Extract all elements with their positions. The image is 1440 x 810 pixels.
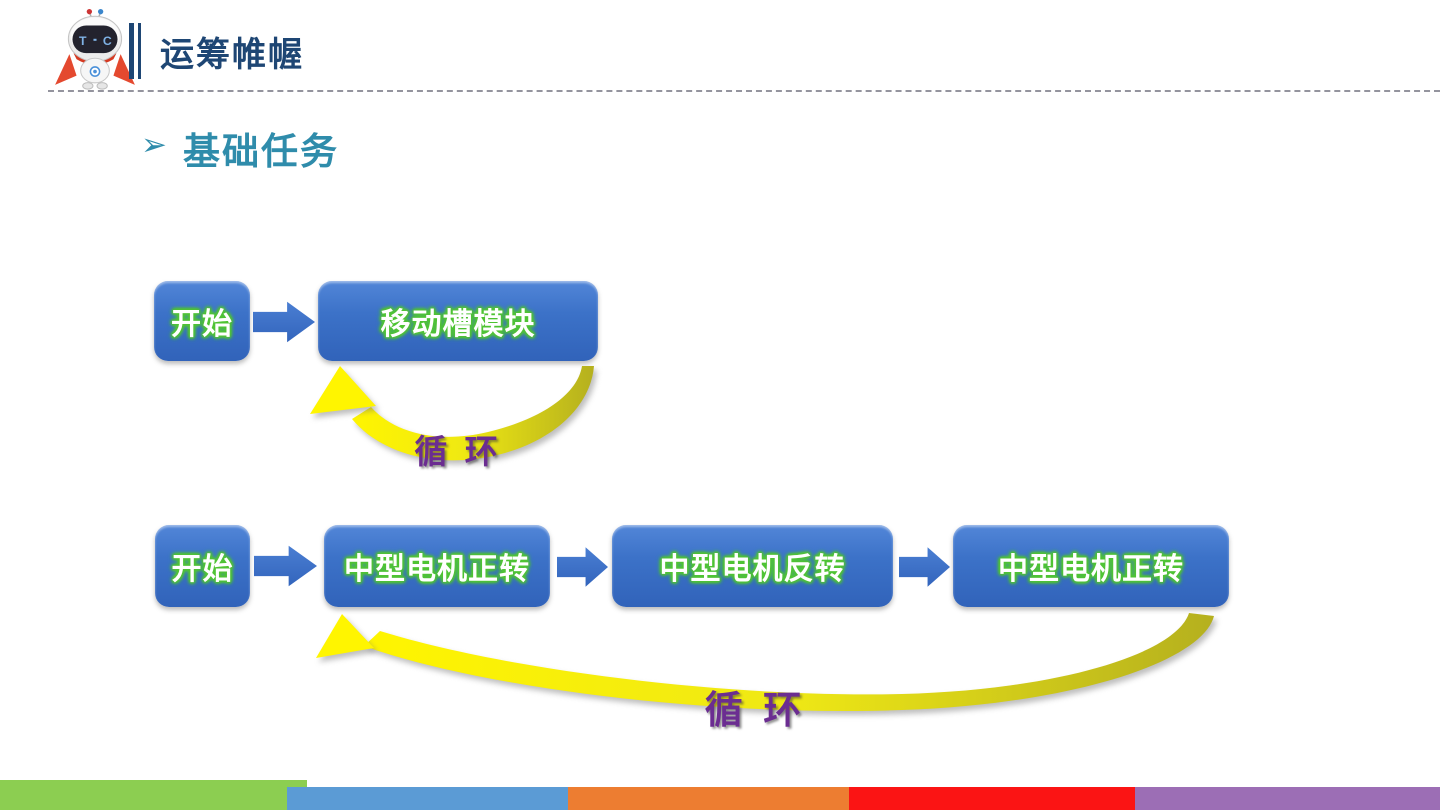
flow2-step1-label: 中型电机正转 <box>344 553 530 586</box>
flow2-start-box: 开始 <box>155 525 250 607</box>
flow2-start-label: 开始 <box>171 553 234 586</box>
footer-stripe-orange <box>568 787 849 810</box>
page-title: 运筹帷幄 <box>160 36 304 74</box>
svg-text:T: T <box>79 34 87 48</box>
flow1-step-label: 移动槽模块 <box>380 308 536 341</box>
footer-stripe-purple <box>1135 787 1440 810</box>
robot-mascot-logo: T C <box>55 8 135 90</box>
section-title: 基础任务 <box>183 131 339 172</box>
flow2-step2-label: 中型电机反转 <box>659 553 846 586</box>
title-divider-bars <box>129 23 141 79</box>
footer-stripe-green-tab <box>287 780 307 787</box>
flow1-start-label: 开始 <box>171 308 233 341</box>
flow2-arrow-icon <box>899 547 950 587</box>
flow2-loop-arrow-icon <box>316 613 1214 712</box>
header-dashed-divider <box>48 90 1440 92</box>
divider-bar <box>138 23 141 79</box>
svg-text:C: C <box>103 34 112 48</box>
footer-stripe-red <box>849 787 1135 810</box>
divider-bar <box>129 23 134 79</box>
flow1-start-box: 开始 <box>154 281 250 361</box>
flow2-step3-box: 中型电机正转 <box>953 525 1229 607</box>
section-bullet-icon: ➢ <box>141 127 167 162</box>
flow2-step1-box: 中型电机正转 <box>324 525 550 607</box>
footer-stripe-green <box>0 780 287 810</box>
footer-stripe-blue <box>287 787 568 810</box>
flow1-step-box: 移动槽模块 <box>318 281 598 361</box>
flow2-arrow-icon <box>254 545 317 587</box>
flow1-loop-label: 循 环 <box>414 433 502 470</box>
flow2-step3-label: 中型电机正转 <box>998 553 1184 586</box>
flow1-arrow-icon <box>253 301 315 343</box>
flow2-step2-box: 中型电机反转 <box>612 525 893 607</box>
flow2-arrow-icon <box>557 547 608 587</box>
flow2-loop-label: 循 环 <box>704 690 807 732</box>
flow1-loop-arrow-icon <box>310 366 594 461</box>
